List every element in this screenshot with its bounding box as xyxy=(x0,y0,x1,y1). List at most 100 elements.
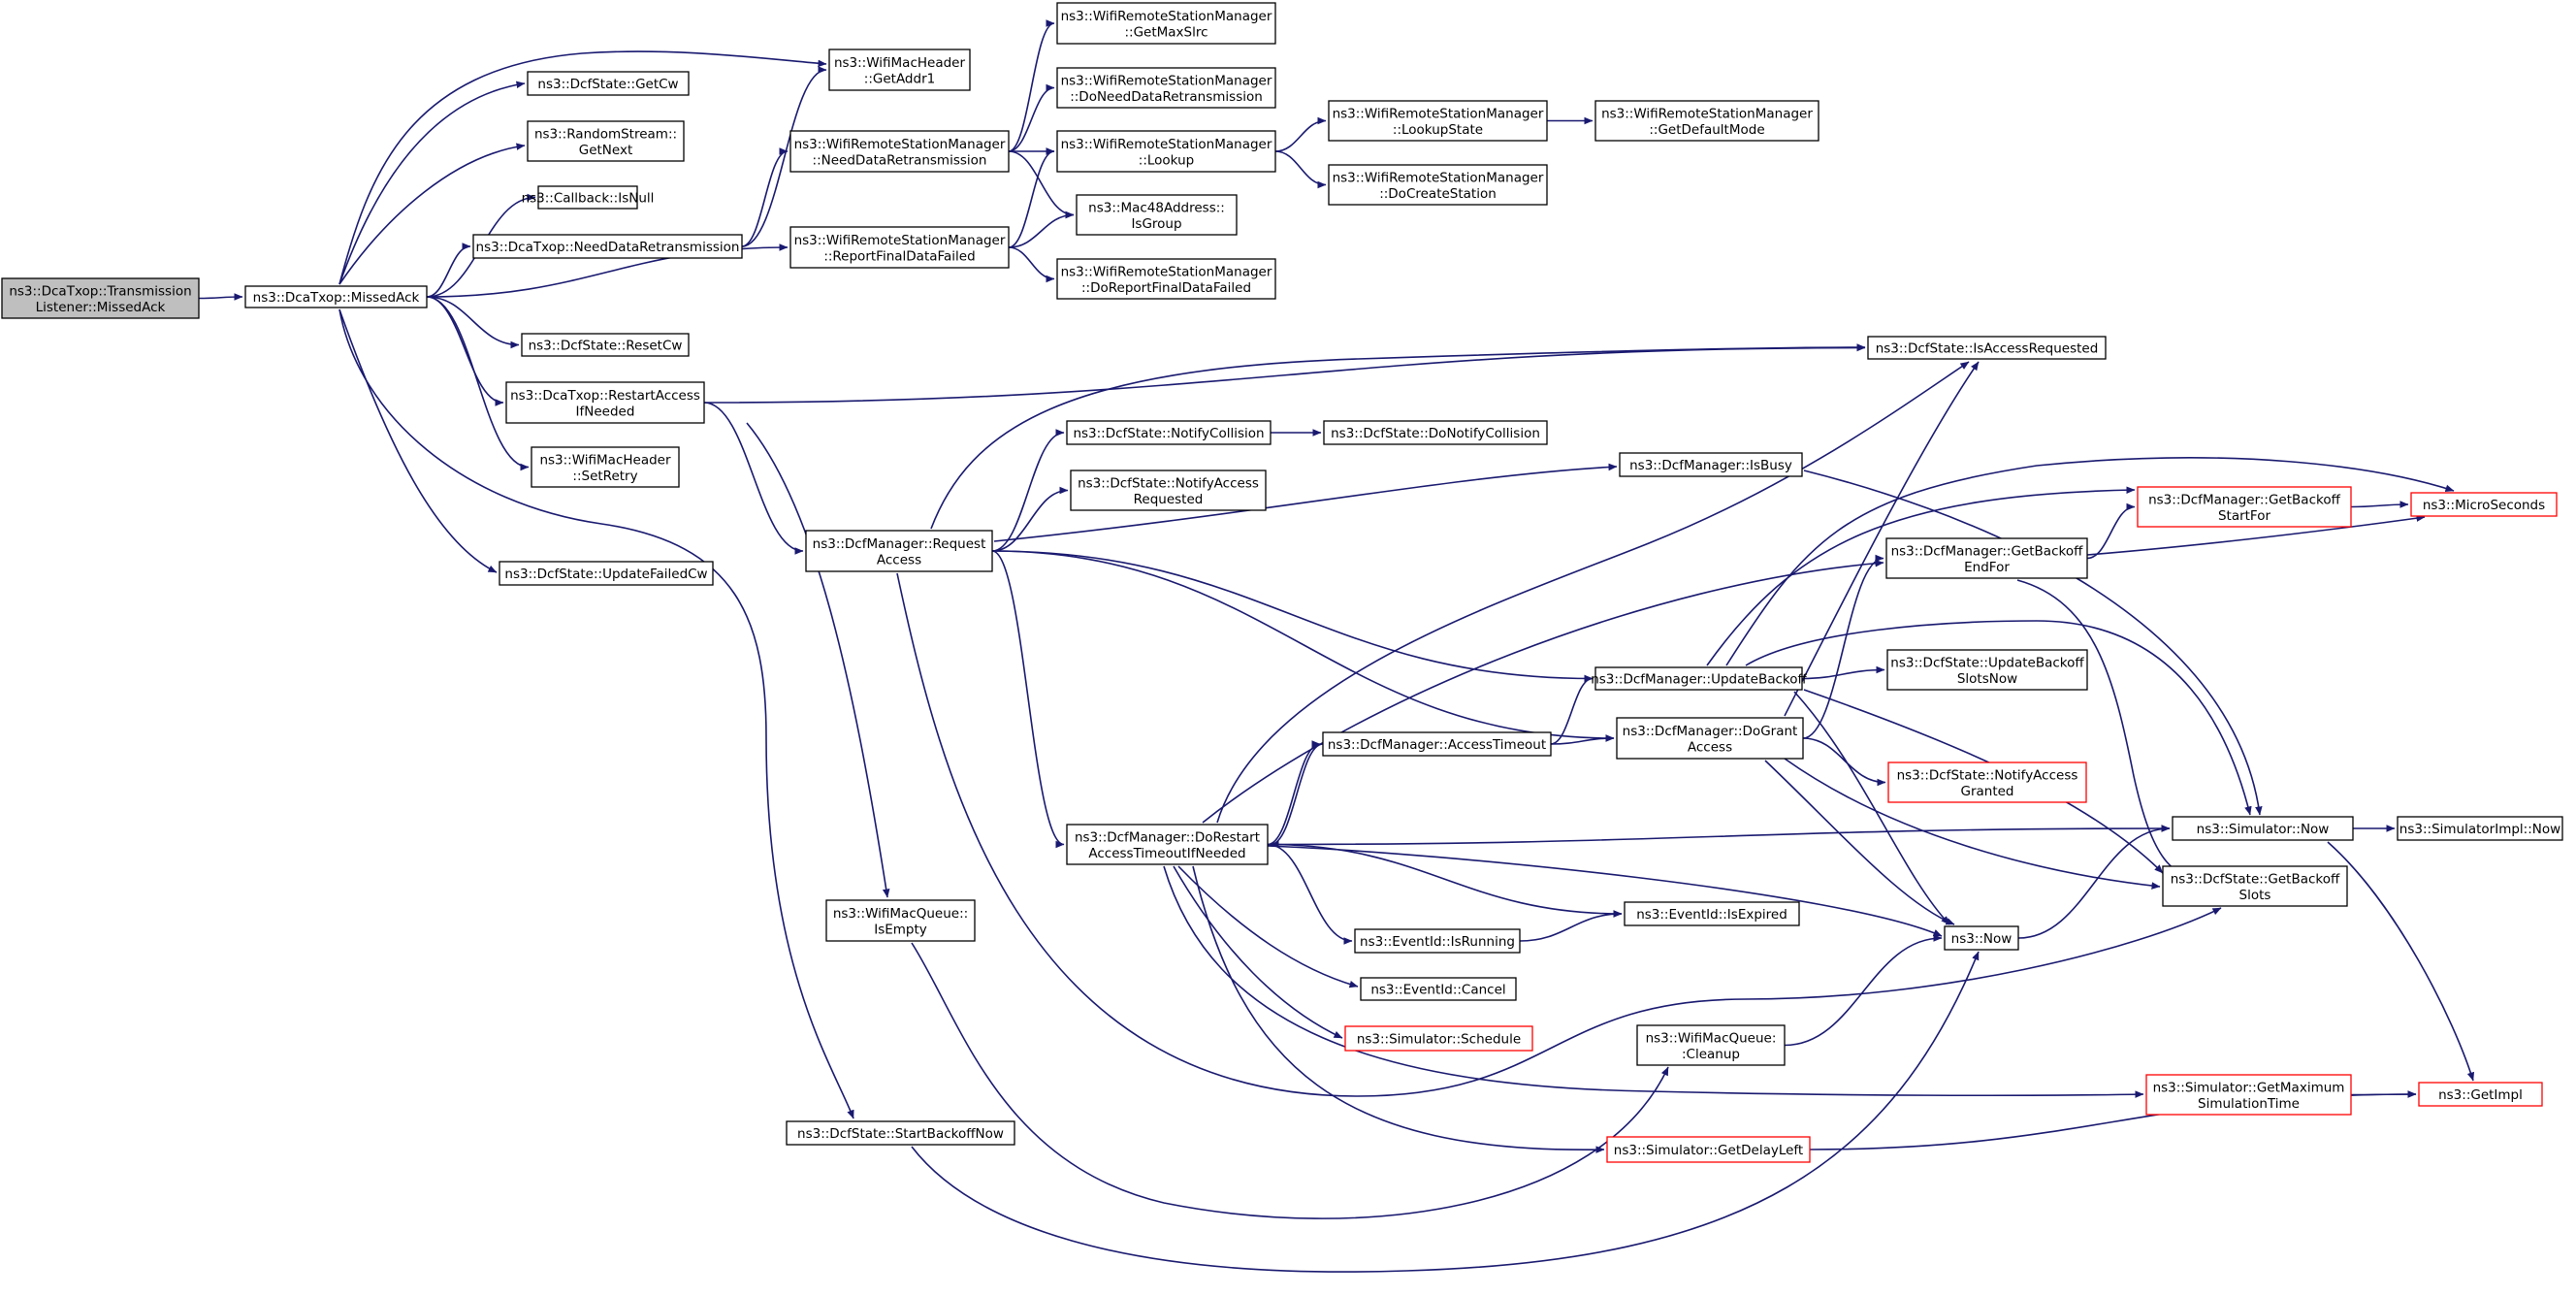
node-label-line: ::NeedDataRetransmission xyxy=(813,152,987,168)
call-edge-dorestart-to-isrunning xyxy=(1267,843,1353,945)
node-accesstimeout[interactable]: ns3::DcfManager::AccessTimeout xyxy=(1322,731,1552,757)
node-isnull[interactable]: ns3::Callback::IsNull xyxy=(522,185,655,210)
call-edge-updatebackoff-to-updatebackoffslotsnow xyxy=(1801,665,1885,680)
node-missedack[interactable]: ns3::DcaTxop::MissedAck xyxy=(244,285,428,308)
node-getdelayleft[interactable]: ns3::Simulator::GetDelayLeft xyxy=(1606,1136,1811,1163)
node-label-line: ns3::DcfState::DoNotifyCollision xyxy=(1331,426,1540,441)
node-donotifycollision[interactable]: ns3::DcfState::DoNotifyCollision xyxy=(1323,420,1548,445)
node-startbackoffnow[interactable]: ns3::DcfState::StartBackoffNow xyxy=(786,1120,1015,1146)
node-simnow[interactable]: ns3::Simulator::Now xyxy=(2172,816,2354,841)
node-wrsm_needdataretx[interactable]: ns3::WifiRemoteStationManager::NeedDataR… xyxy=(789,130,1010,173)
edge-line xyxy=(1764,760,1955,925)
edge-line xyxy=(426,296,530,471)
node-label-line: Access xyxy=(1688,739,1732,755)
node-resetcw[interactable]: ns3::DcfState::ResetCw xyxy=(521,333,690,357)
node-notifycollision[interactable]: ns3::DcfState::NotifyCollision xyxy=(1066,420,1272,445)
call-edge-accesstimeout-to-dorestart xyxy=(1270,743,1324,849)
node-label-line: SimulationTime xyxy=(2198,1096,2300,1112)
node-box xyxy=(2410,492,2558,517)
call-edge-requestaccess-to-getbackoffslots xyxy=(896,572,2222,1097)
node-getaddr1[interactable]: ns3::WifiMacHeader::GetAddr1 xyxy=(828,49,971,91)
node-setretry[interactable]: ns3::WifiMacHeader::SetRetry xyxy=(531,446,680,488)
node-wrsm_reportfinal[interactable]: ns3::WifiRemoteStationManager::ReportFin… xyxy=(789,226,1010,269)
node-label-line: ns3::DcfState::GetCw xyxy=(537,77,678,92)
node-getcw[interactable]: ns3::DcfState::GetCw xyxy=(527,71,690,96)
node-updatefailedcw[interactable]: ns3::DcfState::UpdateFailedCw xyxy=(499,561,714,586)
node-wifimacqueue_isempty[interactable]: ns3::WifiMacQueue::IsEmpty xyxy=(825,899,976,942)
call-edge-dorestart-to-simnow xyxy=(1267,825,2171,846)
edge-line xyxy=(338,308,498,573)
node-lookupstate[interactable]: ns3::WifiRemoteStationManager::LookupSta… xyxy=(1328,100,1548,142)
node-label-line: ns3::Simulator::Schedule xyxy=(1357,1032,1521,1048)
node-dorestart[interactable]: ns3::DcfManager::DoRestartAccessTimeoutI… xyxy=(1066,824,1269,865)
node-isbusy[interactable]: ns3::DcfManager::IsBusy xyxy=(1619,452,1803,477)
edge-line xyxy=(1267,843,1623,918)
call-edge-dograntaccess-to-getbackoffslots xyxy=(1784,758,2161,890)
node-doneeddataretx[interactable]: ns3::WifiRemoteStationManager::DoNeedDat… xyxy=(1056,67,1276,109)
node-getimpl[interactable]: ns3::GetImpl xyxy=(2418,1082,2543,1107)
node-label-line: ns3::RandomStream:: xyxy=(534,126,677,142)
node-label-line: EndFor xyxy=(1964,560,2010,575)
edge-line xyxy=(1725,457,2455,666)
node-box xyxy=(2418,1082,2543,1107)
node-isrunning[interactable]: ns3::EventId::IsRunning xyxy=(1354,928,1521,954)
node-isaccessrequested[interactable]: ns3::DcfState::IsAccessRequested xyxy=(1867,336,2107,360)
node-box xyxy=(537,185,638,210)
node-getmaxslrc[interactable]: ns3::WifiRemoteStationManager::GetMaxSlr… xyxy=(1056,2,1276,45)
call-edge-dorestart-to-cancel xyxy=(1177,865,1359,988)
node-cleanup[interactable]: ns3::WifiMacQueue::Cleanup xyxy=(1636,1024,1786,1066)
node-simimplnow[interactable]: ns3::SimulatorImpl::Now xyxy=(2397,816,2563,841)
call-edge-wrsm_needdataretx-to-getmaxslrc xyxy=(1008,19,1055,152)
call-edge-dorestart-to-isexpired xyxy=(1267,843,1623,918)
edge-line xyxy=(2350,501,2409,508)
node-label-line: ns3::DcaTxop::RestartAccess xyxy=(510,388,700,404)
edge-line xyxy=(1163,865,2144,1098)
node-label-line: ns3::GetImpl xyxy=(2438,1087,2523,1103)
node-label-line: ns3::DcfState::GetBackoff xyxy=(2171,871,2340,887)
node-microseconds[interactable]: ns3::MicroSeconds xyxy=(2410,492,2558,517)
edge-line xyxy=(1519,910,1623,942)
edge-line xyxy=(1267,843,1353,945)
edge-line xyxy=(1274,116,1327,152)
call-edge-startbackoffnow-to-now xyxy=(911,951,1980,1273)
edge-line xyxy=(2086,502,2136,560)
call-edge-dorestart-to-now xyxy=(1267,845,1943,937)
edge-line xyxy=(1784,758,2161,890)
node-docreatestation[interactable]: ns3::WifiRemoteStationManager::DoCreateS… xyxy=(1328,164,1548,206)
node-cancel[interactable]: ns3::EventId::Cancel xyxy=(1360,977,1517,1001)
node-lookup[interactable]: ns3::WifiRemoteStationManager::Lookup xyxy=(1056,130,1276,173)
node-label-line: ::GetAddr1 xyxy=(864,71,935,86)
call-edge-lookup-to-lookupstate xyxy=(1274,116,1327,152)
edge-line xyxy=(1793,691,1950,925)
call-edge-missedack-to-getaddr1 xyxy=(338,50,827,285)
node-now[interactable]: ns3::Now xyxy=(1944,925,2019,951)
node-doreportfinal[interactable]: ns3::WifiRemoteStationManager::DoReportF… xyxy=(1056,258,1276,300)
node-box xyxy=(1636,1024,1786,1066)
node-isexpired[interactable]: ns3::EventId::IsExpired xyxy=(1624,901,1800,926)
node-getdefaultmode[interactable]: ns3::WifiRemoteStationManager::GetDefaul… xyxy=(1594,100,1819,142)
call-edge-requestaccess-to-updatebackoff xyxy=(991,550,1594,683)
node-isgroup[interactable]: ns3::Mac48Address::IsGroup xyxy=(1076,194,1238,236)
node-label-line: Access xyxy=(877,552,921,567)
node-box xyxy=(1944,925,2019,951)
node-schedule[interactable]: ns3::Simulator::Schedule xyxy=(1344,1025,1533,1052)
node-getnext[interactable]: ns3::RandomStream::GetNext xyxy=(527,120,685,162)
node-box xyxy=(1606,1136,1811,1163)
call-edge-updatebackoff-to-simnow xyxy=(1745,620,2252,816)
node-needdataretx[interactable]: ns3::DcaTxop::NeedDataRetransmission xyxy=(472,234,743,259)
node-box xyxy=(1066,824,1269,865)
node-label-line: ns3::Simulator::GetDelayLeft xyxy=(1614,1143,1803,1158)
node-label-line: ::SetRetry xyxy=(572,469,637,484)
node-updatebackoff[interactable]: ns3::DcfManager::UpdateBackoff xyxy=(1591,666,1808,691)
